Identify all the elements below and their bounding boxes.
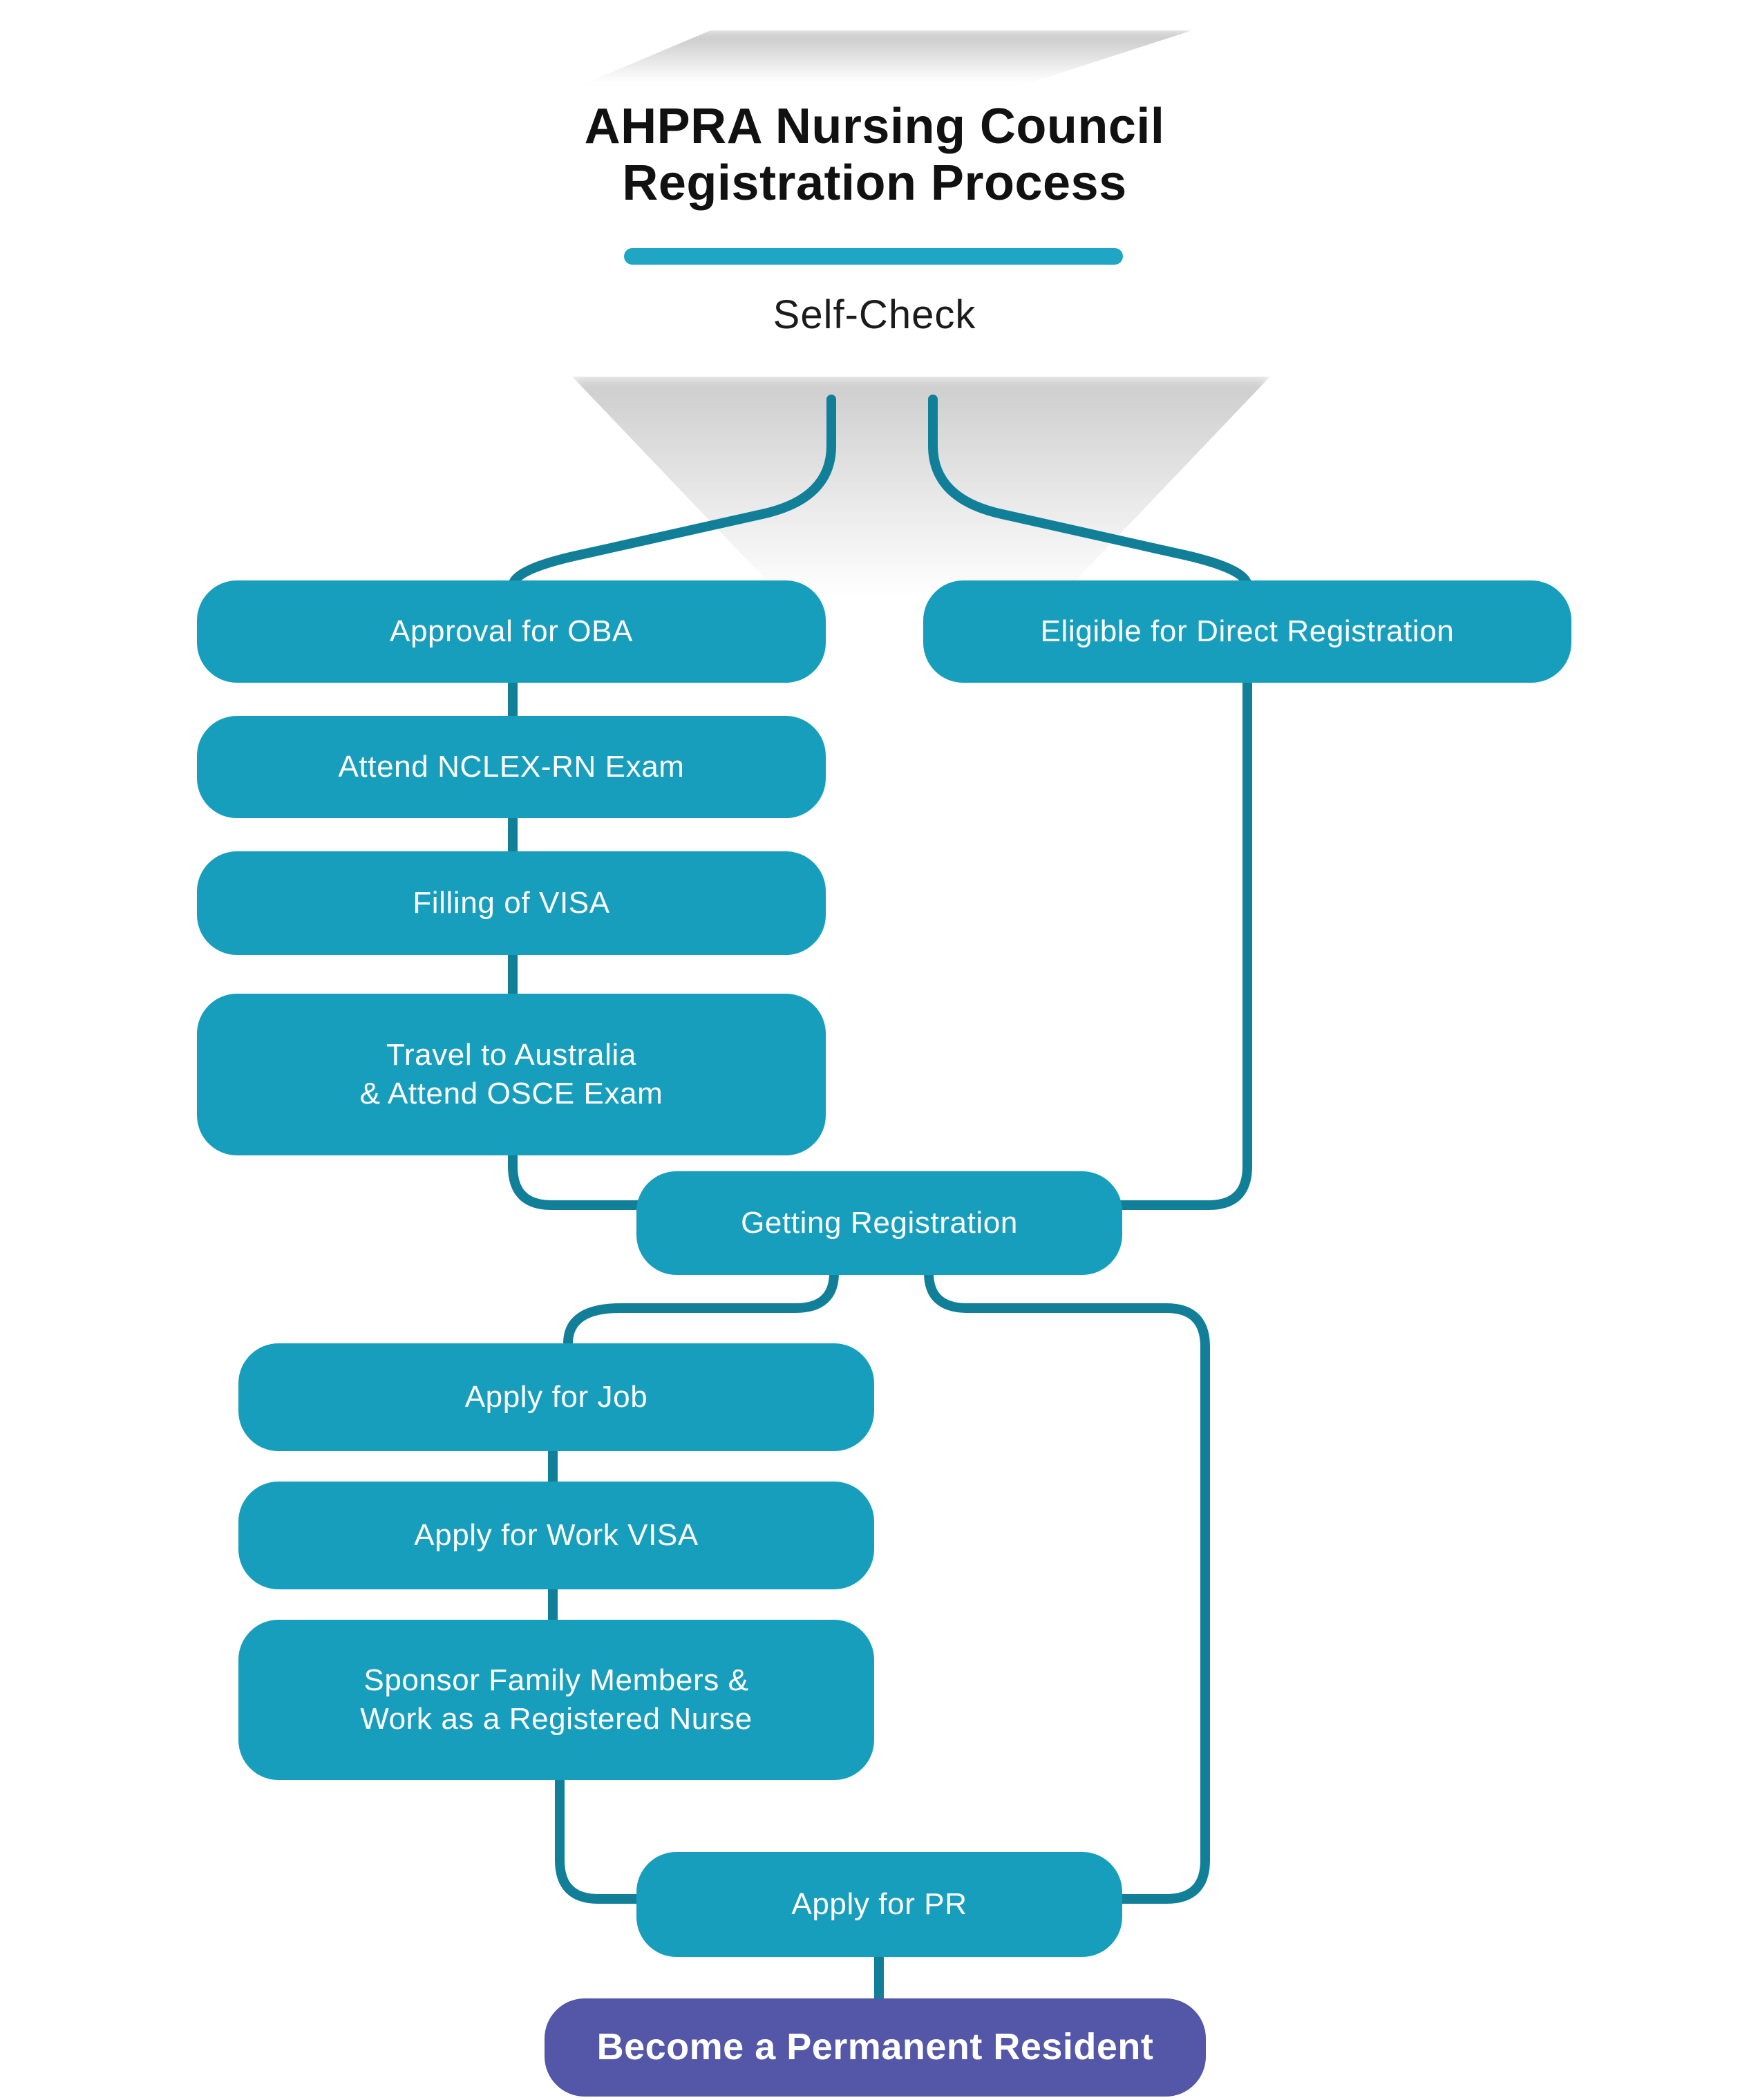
node-nclex-exam: Attend NCLEX-RN Exam [197,716,826,818]
node-label: Approval for OBA [390,614,633,648]
node-getting-registration: Getting Registration [636,1171,1122,1275]
node-apply-for-pr: Apply for PR [636,1852,1122,1957]
title-divider [624,248,1123,265]
page-title-line1: AHPRA Nursing Council [584,99,1165,154]
wire-sponsor-to-pr [555,1771,651,1904]
node-label: Eligible for Direct Registration [1040,614,1455,648]
node-filling-visa: Filling of VISA [197,851,826,955]
node-label: Apply for Work VISA [414,1517,699,1552]
wire-travel-to-gettingreg [508,1146,651,1210]
node-apply-for-job: Apply for Job [238,1343,874,1451]
wire-eligible-to-gettingreg [1108,674,1252,1210]
wire-selfcheck-to-oba [508,395,836,591]
node-label-line1: Travel to Australia [386,1037,636,1072]
node-label-line2: Work as a Registered Nurse [360,1702,753,1736]
wire-gettingreg-to-pr [924,1265,1210,1904]
node-label: Apply for PR [791,1886,967,1921]
node-label: Attend NCLEX-RN Exam [338,749,685,784]
node-label-line1: Sponsor Family Members & [363,1663,749,1697]
wire-gettingreg-to-job [563,1265,839,1354]
node-sponsor-family: Sponsor Family Members & Work as a Regis… [238,1620,874,1780]
page-title: AHPRA Nursing Council Registration Proce… [0,98,1749,211]
node-approval-oba: Approval for OBA [197,580,826,683]
node-label: Apply for Job [464,1379,648,1414]
node-travel-osce: Travel to Australia & Attend OSCE Exam [197,994,826,1155]
self-check-label: Self-Check [773,292,976,337]
page-title-line2: Registration Process [622,155,1127,211]
node-label: Become a Permanent Resident [596,2026,1154,2068]
wire-selfcheck-to-eligible [928,395,1252,591]
node-label: Getting Registration [741,1205,1018,1240]
node-become-permanent-resident: Become a Permanent Resident [545,1998,1206,2097]
node-label-line2: & Attend OSCE Exam [359,1077,663,1110]
node-label: Filling of VISA [413,885,610,920]
node-eligible-direct-registration: Eligible for Direct Registration [923,580,1571,683]
node-apply-for-work-visa: Apply for Work VISA [238,1482,874,1589]
